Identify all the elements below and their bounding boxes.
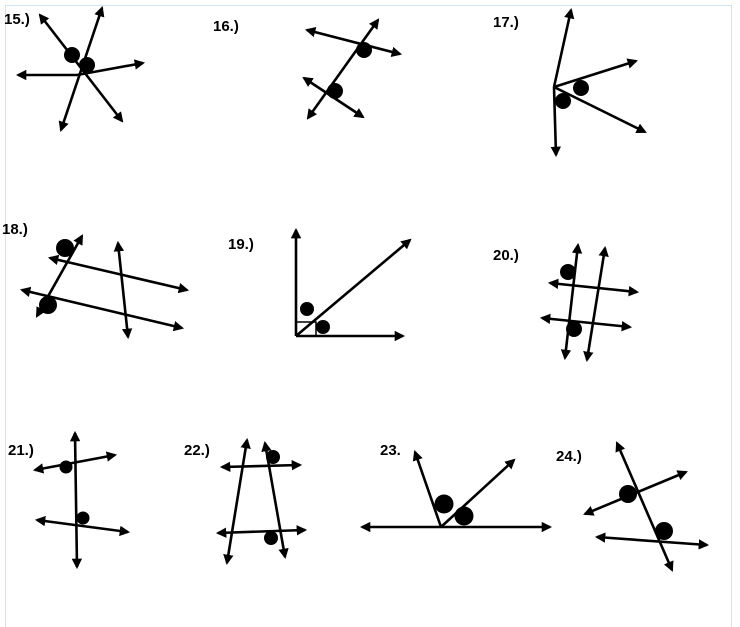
problem-23: 23. <box>359 442 553 533</box>
angle-marker <box>76 511 90 525</box>
angle-marker <box>454 506 474 526</box>
problem-label: 23. <box>380 442 401 459</box>
angle-marker <box>266 450 280 464</box>
transversal <box>113 240 133 340</box>
problem-21: 21.) <box>8 430 131 570</box>
angle-marker <box>300 302 314 316</box>
angle-marker <box>56 239 74 257</box>
transversal <box>69 430 83 570</box>
problem-label: 17.) <box>493 14 519 31</box>
line <box>594 532 710 550</box>
ray <box>550 86 561 158</box>
problem-18: 18.) <box>2 221 190 340</box>
angle-marker <box>560 264 576 280</box>
line <box>34 515 131 537</box>
angle-marker <box>566 321 582 337</box>
problem-label: 20.) <box>493 247 519 264</box>
ray <box>295 238 412 337</box>
angle-marker <box>573 80 589 96</box>
angle-marker <box>64 47 80 63</box>
problem-label: 15.) <box>4 11 30 28</box>
line <box>219 460 303 472</box>
line <box>304 27 403 57</box>
problem-22: 22.) <box>184 437 308 566</box>
angle-marker <box>59 460 73 474</box>
problem-label: 24.) <box>556 448 582 465</box>
line <box>547 278 640 297</box>
line <box>560 242 583 361</box>
angle-marker <box>434 494 454 514</box>
ray <box>552 7 575 88</box>
line <box>32 451 118 474</box>
angle-marker <box>619 485 637 503</box>
page-border <box>5 5 732 627</box>
problem-label: 22.) <box>184 442 210 459</box>
angle-marker <box>79 57 95 73</box>
ray <box>412 450 443 528</box>
angle-marker <box>39 296 57 314</box>
line <box>223 437 251 566</box>
problem-17: 17.) <box>493 7 647 158</box>
problem-19: 19.) <box>228 227 412 342</box>
problem-label: 16.) <box>213 18 239 35</box>
angle-marker <box>264 531 278 545</box>
line <box>47 254 190 294</box>
angle-marker <box>655 522 673 540</box>
problem-16: 16.) <box>213 18 403 120</box>
problem-label: 18.) <box>2 221 28 238</box>
line <box>539 313 633 332</box>
ray <box>553 58 638 89</box>
line <box>215 525 308 538</box>
transversal <box>615 441 674 572</box>
problem-label: 21.) <box>8 442 34 459</box>
angle-marker <box>316 320 330 334</box>
angle-marker <box>356 42 372 58</box>
problem-20: 20.) <box>493 242 640 363</box>
ray <box>553 85 647 134</box>
angle-marker <box>327 83 343 99</box>
problem-24: 24.) <box>556 441 710 572</box>
problem-label: 19.) <box>228 236 254 253</box>
problem-15: 15.) <box>4 6 146 132</box>
line <box>583 245 609 363</box>
angle-marker <box>555 93 571 109</box>
ray <box>440 458 516 528</box>
right-angle-marker <box>296 321 317 336</box>
